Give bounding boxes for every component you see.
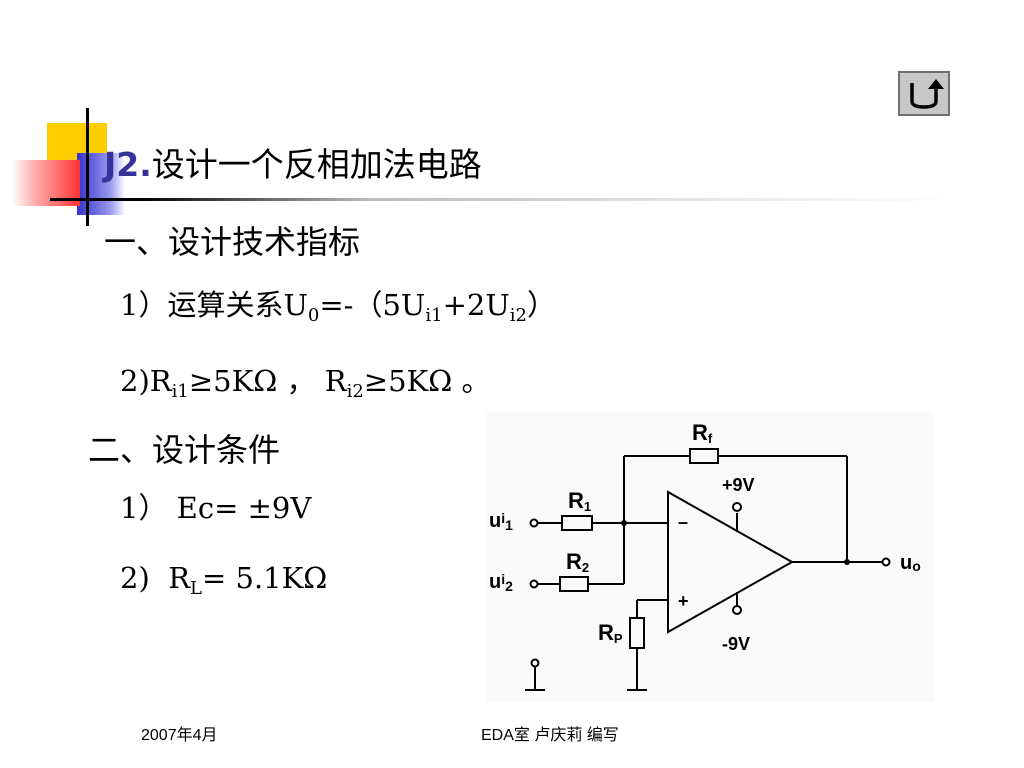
inverting-adder-circuit: Rf R1 R2 RP ui1 ui2 uo +9V -9V – +: [486, 412, 934, 702]
label-noninverting-input: +: [678, 591, 689, 611]
condition-item-supply: 1） Ec= ±9V: [120, 491, 312, 525]
label-ui2: ui2: [489, 571, 513, 594]
slide-title: J2.设计一个反相加法电路: [104, 143, 482, 187]
label-uo: uo: [900, 552, 921, 574]
section-heading-conditions: 二、设计条件: [88, 431, 281, 469]
return-button[interactable]: [898, 71, 950, 116]
decor-vertical-line: [86, 108, 89, 226]
footer-author: EDA室 卢庆莉 编写: [481, 727, 619, 744]
label-vminus: -9V: [722, 634, 750, 654]
spec-item-relation: 1）运算关系U0=-（5Ui1+2Ui2）: [120, 288, 557, 326]
title-underline: [50, 198, 960, 201]
section-heading-specs: 一、设计技术指标: [104, 223, 361, 261]
footer-date: 2007年4月: [141, 727, 218, 744]
op-amp: [667, 490, 795, 634]
u-turn-arrow-icon: [910, 79, 944, 109]
label-rf: Rf: [692, 420, 713, 446]
label-r1: R1: [568, 488, 591, 514]
spec-item-resistance: 2)Ri1≥5KΩ ， Ri2≥5KΩ 。: [120, 364, 491, 402]
label-rp: RP: [598, 620, 623, 646]
condition-item-load: 2) RL= 5.1KΩ: [120, 561, 328, 599]
label-vplus: +9V: [722, 475, 755, 495]
label-r2: R2: [566, 549, 589, 575]
title-number: J2.: [104, 145, 152, 184]
decor-blue-square: [77, 153, 125, 215]
title-text: 设计一个反相加法电路: [151, 145, 482, 184]
label-ui1: ui1: [489, 510, 513, 533]
label-inverting-input: –: [678, 512, 688, 532]
